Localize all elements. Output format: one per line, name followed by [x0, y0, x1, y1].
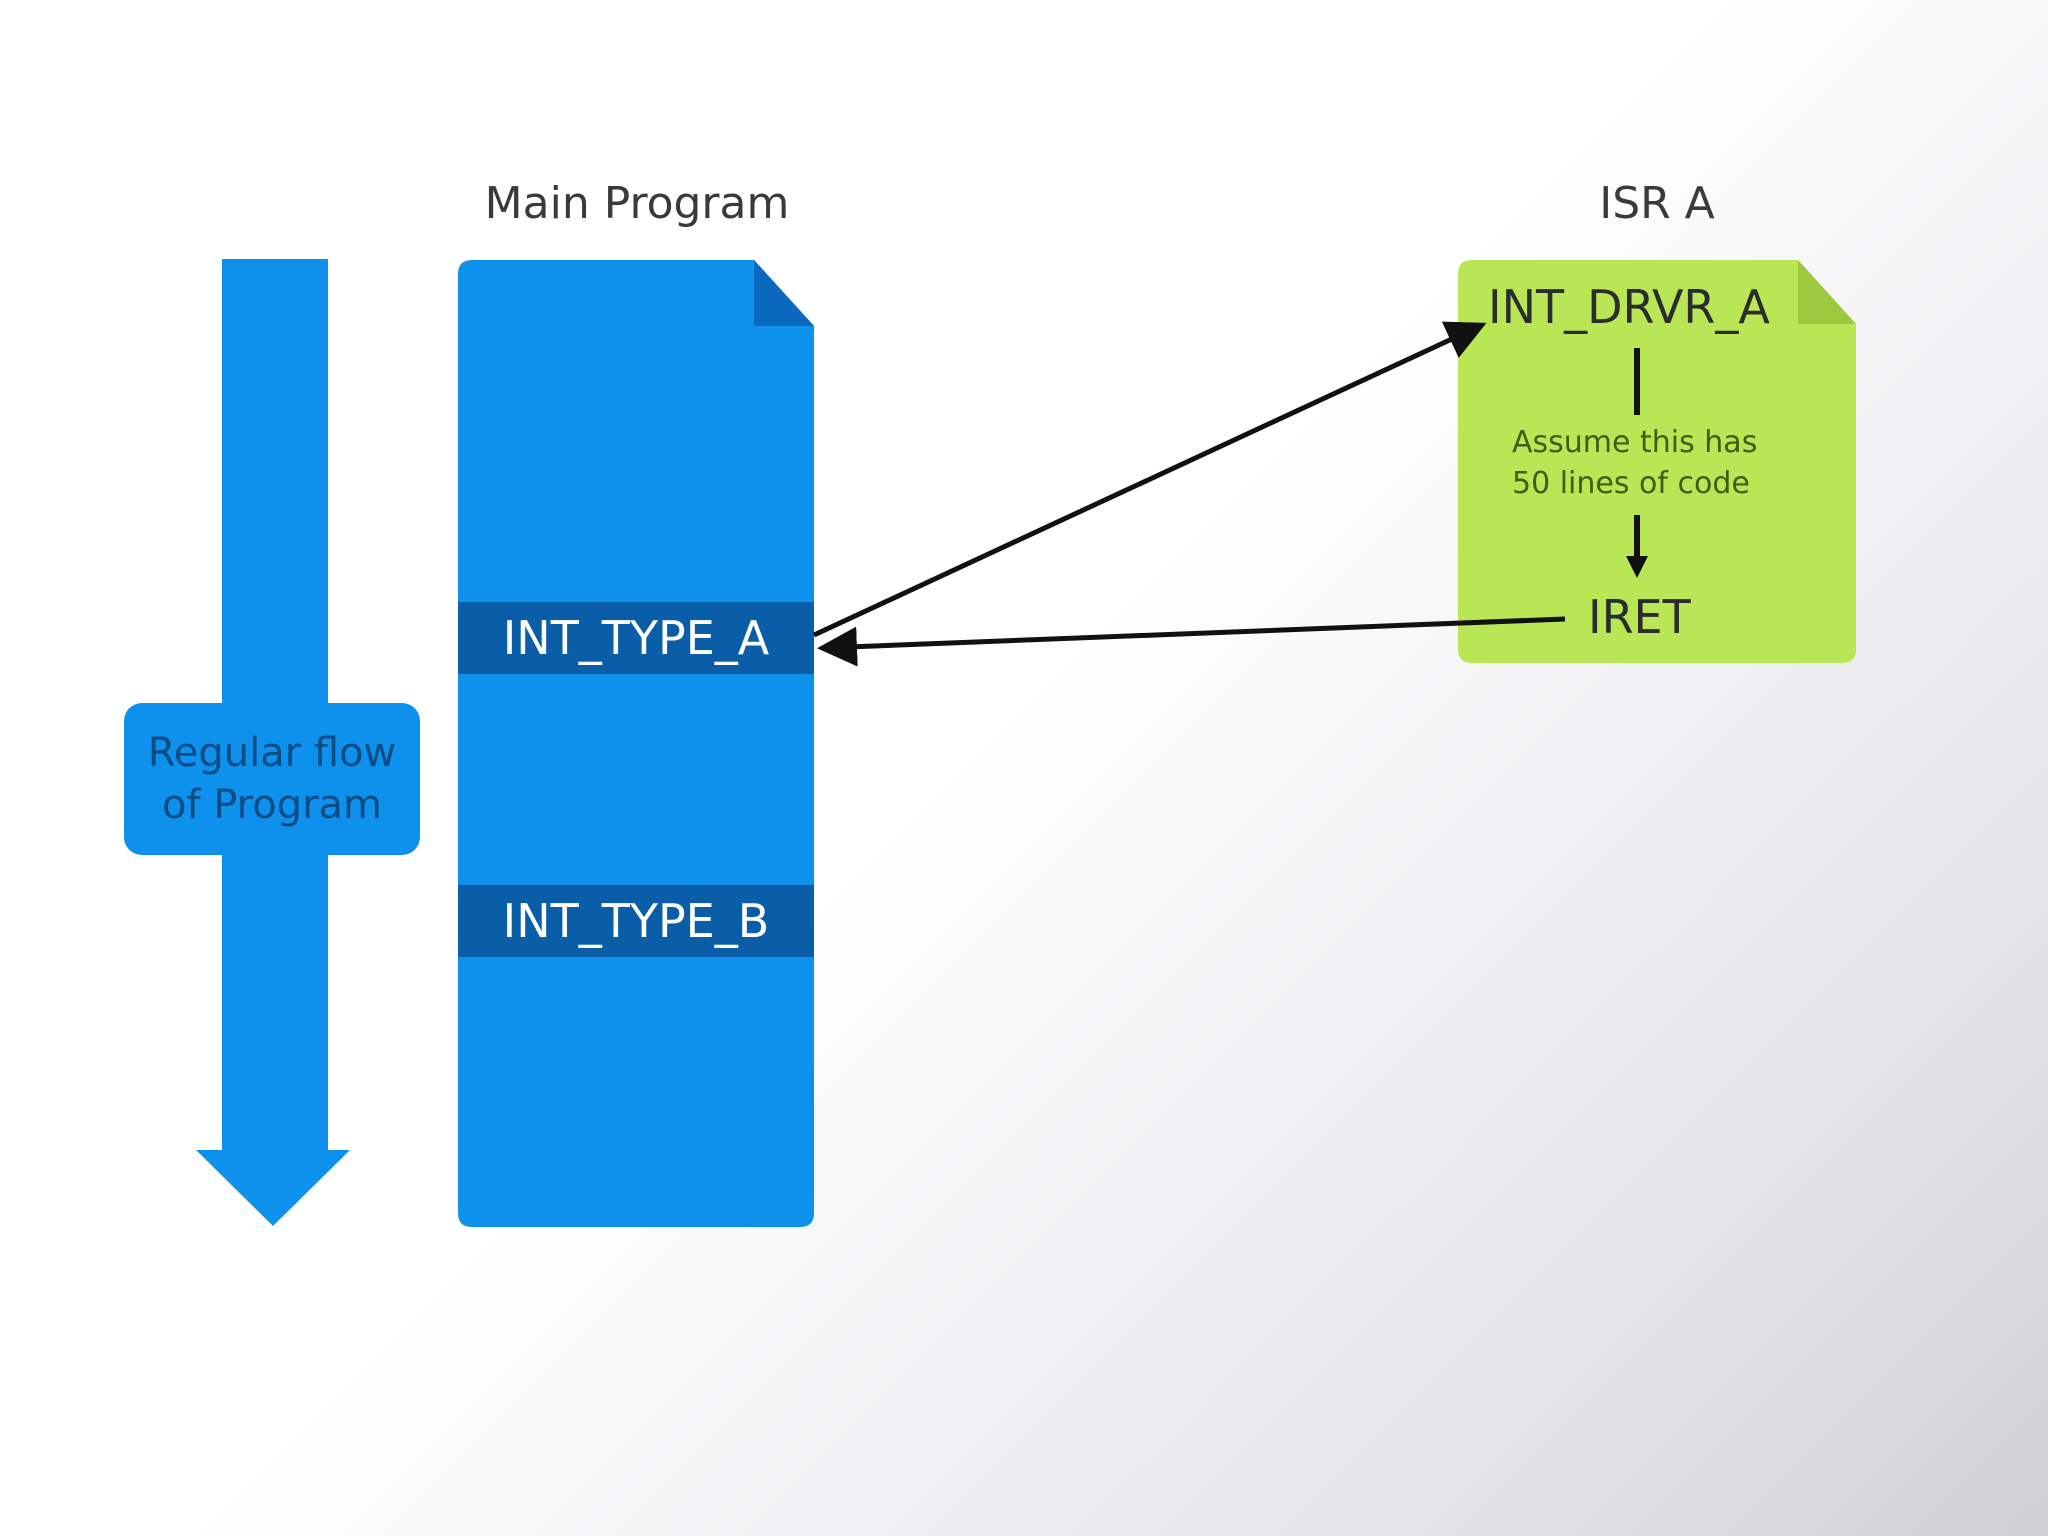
- flow-label-line2: of Program: [161, 782, 383, 828]
- isr-entry-label: INT_DRVR_A: [1488, 280, 1770, 334]
- flow-label-line1: Regular flow: [147, 730, 397, 776]
- int-type-b-label: INT_TYPE_B: [502, 894, 770, 948]
- main-program-title: Main Program: [484, 178, 790, 229]
- isr-note-line1: Assume this has: [1512, 425, 1758, 460]
- isr-title: ISR A: [1599, 178, 1715, 229]
- page-fold-icon: [754, 260, 814, 326]
- call-arrow: [812, 321, 1487, 638]
- return-arrow: [817, 616, 1566, 667]
- flow-label: Regular flow of Program: [124, 703, 420, 855]
- isr-page-fold-icon: [1798, 260, 1856, 324]
- isr-document: INT_DRVR_A Assume this has 50 lines of c…: [1458, 260, 1856, 663]
- int-type-a-band: INT_TYPE_A: [458, 602, 814, 674]
- main-program-page: [458, 260, 814, 1227]
- int-type-b-band: INT_TYPE_B: [458, 885, 814, 957]
- isr-exit-label: IRET: [1588, 590, 1691, 644]
- main-program-document: INT_TYPE_A INT_TYPE_B: [458, 260, 814, 1227]
- isr-note-line2: 50 lines of code: [1512, 466, 1750, 501]
- int-type-a-label: INT_TYPE_A: [502, 611, 770, 665]
- isr-page: [1458, 260, 1856, 663]
- isr-down-arrow-head: [1626, 556, 1648, 578]
- isr-note: Assume this has 50 lines of code: [1512, 422, 1757, 504]
